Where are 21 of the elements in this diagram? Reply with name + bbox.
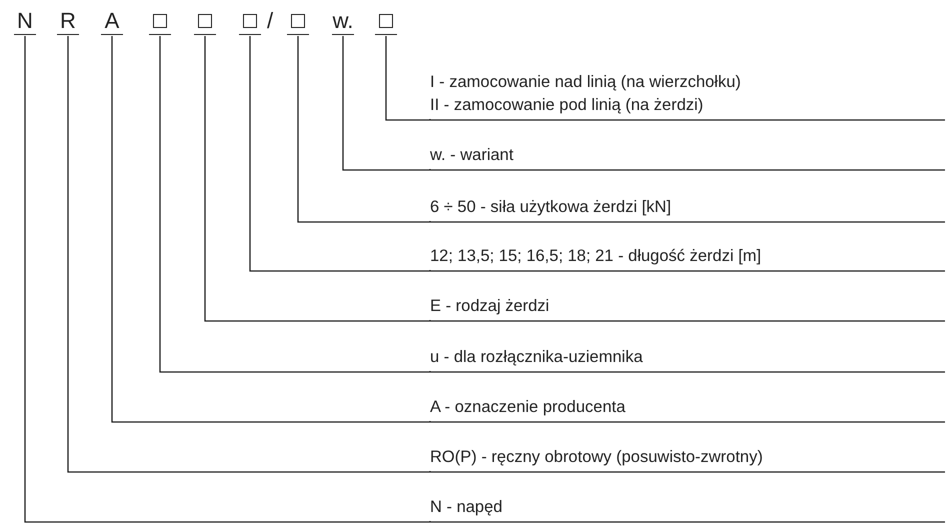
explanation-text: u - dla rozłącznika-uziemnika [430, 346, 643, 372]
code-letter: R [57, 8, 79, 35]
leader-line [111, 36, 946, 423]
code-letter: A [101, 8, 123, 35]
explanation-text: w. - wariant [430, 144, 514, 170]
leader-line [249, 36, 946, 272]
explanation-text: N - napęd [430, 496, 502, 522]
leader-line [297, 36, 946, 223]
leader-line [385, 36, 946, 121]
explanation-text: I - zamocowanie nad linią (na wierzchołku) II - zamocowanie pod linią (na żerdzi) [430, 71, 741, 120]
leader-line [204, 36, 946, 322]
code-letter: N [14, 8, 36, 35]
explanation-text: RO(P) - ręczny obrotowy (posuwisto-zwrotny) [430, 446, 763, 472]
code-letter: w. [332, 8, 354, 35]
leader-line [342, 36, 946, 171]
explanation-text: 12; 13,5; 15; 16,5; 18; 21 - długość żerdzi [m] [430, 245, 762, 271]
leader-line [159, 36, 946, 373]
explanation-text: 6 ÷ 50 - siła użytkowa żerdzi [kN] [430, 196, 672, 222]
explanation-text: A - oznaczenie producenta [430, 396, 626, 422]
explanation-text: E - rodzaj żerdzi [430, 295, 550, 321]
separator-label: / [266, 8, 274, 34]
